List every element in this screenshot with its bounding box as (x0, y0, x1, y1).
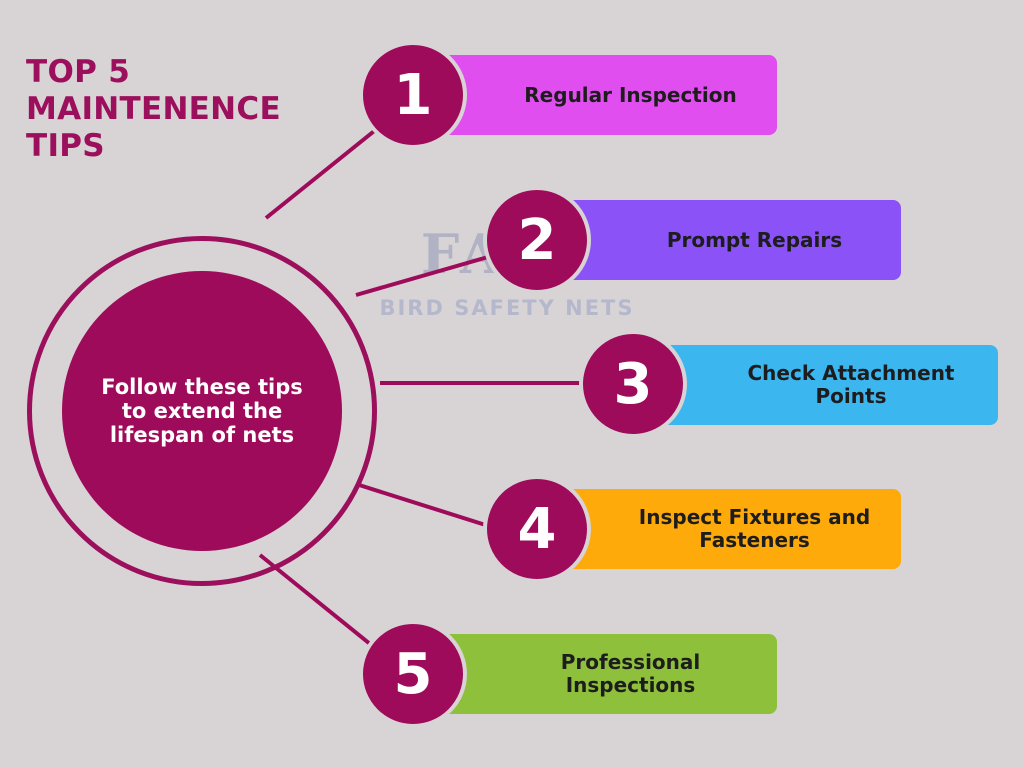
connector-2 (355, 253, 496, 297)
tip-box-1: Regular Inspection (436, 55, 777, 135)
tip-number-1: 1 (359, 41, 467, 149)
tip-label-1: Regular Inspection (524, 82, 737, 107)
page-title: TOP 5 MAINTENENCE TIPS (26, 54, 326, 165)
connector-5 (258, 553, 377, 650)
tip-number-5: 5 (359, 620, 467, 728)
tip-label-4: Inspect Fixtures and Fasteners (638, 505, 871, 552)
tip-label-5: Professional Inspections (560, 650, 701, 697)
connector-1 (264, 126, 380, 220)
connector-4 (355, 482, 496, 530)
center-text: Follow these tips to extend the lifespan… (101, 375, 303, 447)
center-circle: Follow these tips to extend the lifespan… (62, 271, 342, 551)
title-line-1: TOP 5 (26, 54, 131, 90)
tip-number-4: 4 (483, 475, 591, 583)
center-outer-ring (27, 236, 377, 586)
tip-box-5: Professional Inspections (436, 634, 777, 714)
tip-box-2: Prompt Repairs (560, 200, 901, 280)
tip-number-3: 3 (579, 330, 687, 438)
title-line-2: MAINTENENCE (26, 91, 281, 127)
tip-number-2: 2 (483, 186, 591, 294)
tip-label-2: Prompt Repairs (666, 227, 843, 252)
tip-box-4: Inspect Fixtures and Fasteners (560, 489, 901, 569)
title-line-3: TIPS (26, 128, 105, 164)
tip-box-3: Check Attachment Points (656, 345, 998, 425)
tip-label-3: Check Attachment Points (747, 361, 955, 408)
